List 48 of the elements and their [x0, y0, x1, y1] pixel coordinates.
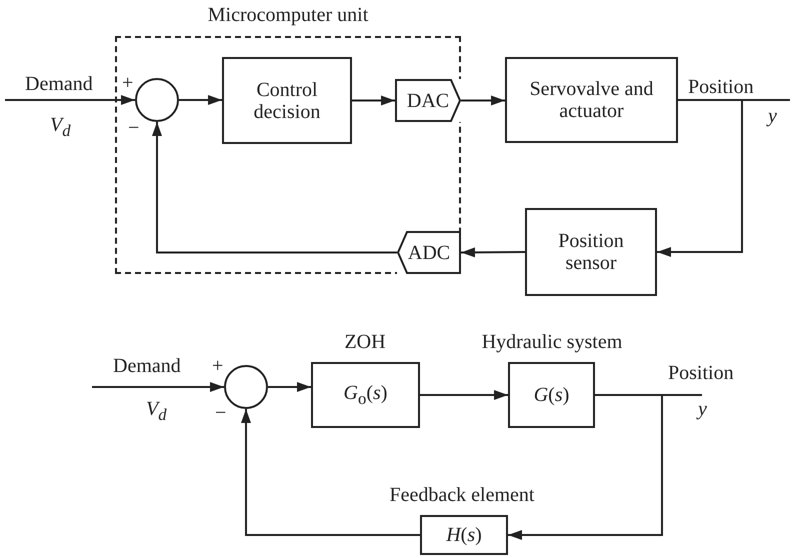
arrow — [179, 95, 222, 105]
process-box — [525, 208, 657, 296]
block-text: ADC — [406, 242, 452, 264]
arrow — [241, 409, 420, 536]
signal-label: + — [122, 72, 134, 95]
block-caption: ZOH — [344, 331, 386, 354]
block-text: Position sensor — [557, 230, 625, 274]
signal-label: − — [215, 402, 226, 425]
summing-junction — [224, 365, 268, 409]
signal-label: Position — [668, 362, 734, 385]
signal-line — [678, 99, 790, 101]
block-caption: Hydraulic system — [482, 331, 622, 354]
block-text: Control decision — [252, 78, 322, 122]
process-box — [222, 57, 352, 144]
group-title: Microcomputer unit — [206, 4, 370, 26]
signal-line — [595, 394, 702, 396]
arrow — [508, 395, 663, 540]
arrow — [5, 95, 135, 105]
signal-label: V$_{d}$ — [50, 114, 71, 141]
process-box — [311, 362, 420, 428]
converter-block — [397, 231, 461, 274]
block-text: DAC — [406, 90, 450, 112]
arrow — [657, 100, 743, 257]
signal-label: y — [698, 398, 707, 421]
arrow — [420, 390, 508, 400]
block-text: H(s) — [445, 524, 483, 546]
arrow — [92, 382, 224, 392]
arrow — [461, 96, 505, 106]
arrow — [152, 122, 397, 254]
block-text: Servovalve and actuator — [528, 78, 654, 122]
arrow — [352, 96, 395, 106]
arrow — [268, 382, 311, 392]
signal-label: Demand — [113, 355, 181, 378]
summing-junction — [135, 78, 179, 122]
signal-label: Demand — [25, 73, 93, 96]
signal-label: Position — [688, 76, 754, 99]
arrow — [461, 247, 525, 258]
process-box — [505, 57, 678, 143]
block-text: G(s) — [532, 384, 570, 406]
signal-label: y — [768, 105, 777, 128]
block-text: G$_{o}$(s) — [342, 382, 388, 408]
process-box — [420, 515, 508, 555]
process-box — [508, 362, 595, 428]
signal-label: + — [212, 355, 224, 378]
signal-label: V$_{d}$ — [146, 398, 167, 425]
signal-label: − — [128, 117, 140, 140]
converter-block — [395, 79, 461, 122]
block-caption: Feedback element — [390, 484, 534, 507]
